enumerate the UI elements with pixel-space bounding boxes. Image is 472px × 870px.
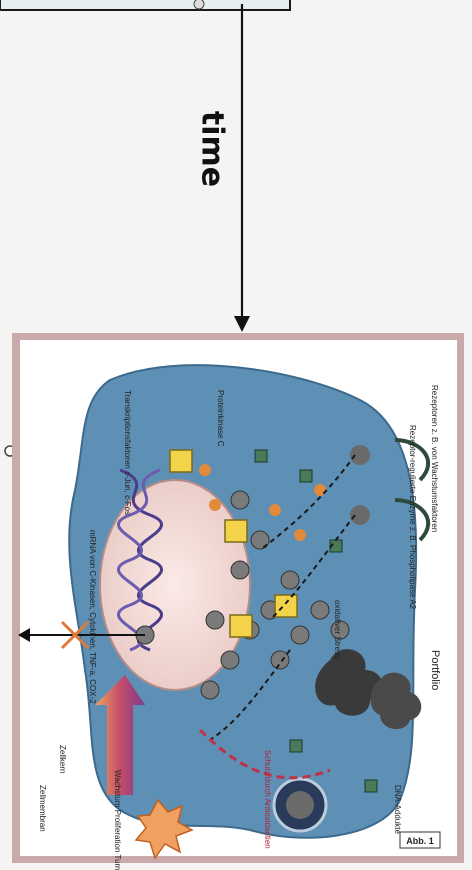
portfolio-label-text: Portfolio [429,650,441,690]
label-membrane: Zellmembran [38,785,47,832]
label-pkc: Proteinkinase C [216,390,225,447]
label-protection: Schutz durch Antioxidantien [263,750,272,849]
label-dna-adducts: DNA-Addukte [393,785,402,834]
label-oxidative-stress: oxidativer Stress [333,600,342,659]
label-growth: Wachstum Proliferation Tumorbildung [113,770,122,870]
label-transcription: Transkriptionsfaktoren c-Jun, c-Fos [123,390,132,515]
receptor-title-text: Rezeptoren z. B. von Wachstumsfaktoren [430,385,439,532]
time-axis-label: time [182,104,242,194]
cell-signaling-figure: Rezeptoren z. B. von Wachstumsfaktoren P… [0,330,472,870]
figure-badge-text: Abb. 1 [406,836,434,846]
time-label-text: time [195,111,230,187]
label-nucleus: Zellkern [58,745,67,773]
label-mrna: mRNA von C-Kinasen, Cytokinen, TNF-a, CO… [88,530,97,704]
label-enzymes: Rezeptor-regulierte Enzyme z. B. Phospho… [408,425,417,610]
